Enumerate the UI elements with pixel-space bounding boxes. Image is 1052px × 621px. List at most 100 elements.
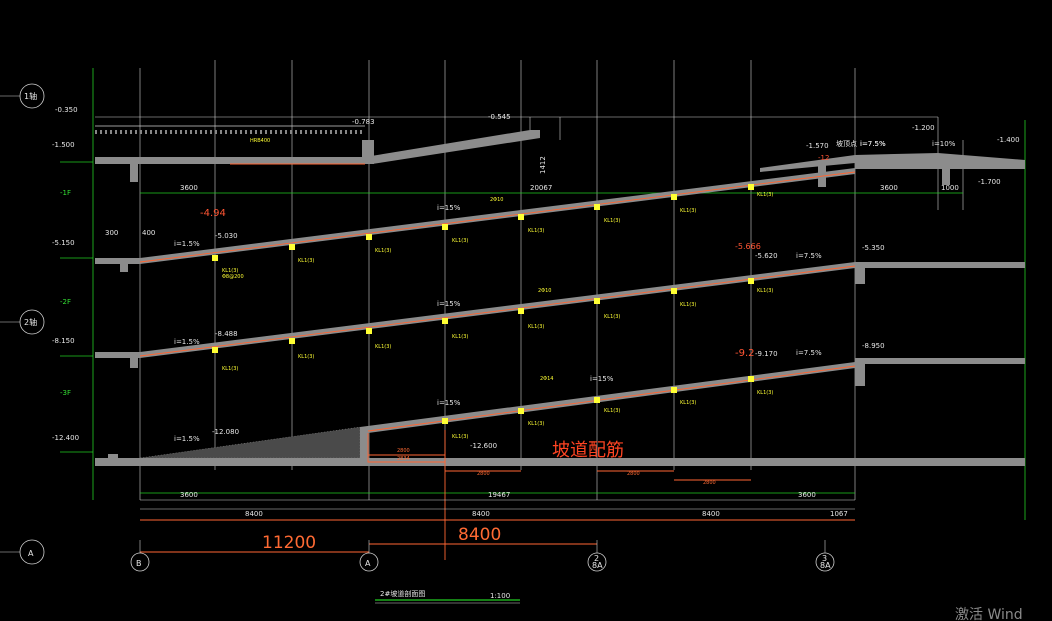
red-mark-3: -9.2 — [735, 348, 755, 359]
dim-3600a: 3600 — [180, 184, 198, 192]
level-f3a: -12.080 — [212, 428, 239, 436]
slope-4: i=7.5% — [796, 252, 822, 260]
rebar-tag-7: KL1(3) — [604, 218, 620, 224]
ground-hatch — [95, 116, 939, 140]
rebar-tag-21: KL1(3) — [680, 400, 696, 406]
grid-A-label: A — [365, 559, 371, 568]
slope-labels: i=1.5% i=7.5% i=15% i=7.5% i=7.5% i=7.5%… — [174, 139, 956, 443]
slab-top-right — [855, 163, 1025, 169]
level-l4: -12.400 — [52, 434, 79, 442]
floor-f3: -3F — [60, 389, 71, 397]
rebar-tag-18: KL1(3) — [452, 434, 468, 440]
concrete-slabs — [95, 130, 1025, 466]
rebar-tag-10: KL1(3) — [222, 366, 238, 372]
grid-B-label: B — [136, 559, 142, 568]
slope-10: i=15% — [590, 375, 614, 383]
slab-bottom — [95, 458, 1025, 466]
dim-3600b: 3600 — [880, 184, 898, 192]
rebar-tag-20: KL1(3) — [604, 408, 620, 414]
red-mark-4: -12 — [818, 154, 829, 162]
red-level-marks: -4.94 -5.666 -9.2 -12 — [200, 154, 829, 359]
dim-8400-big: 8400 — [458, 525, 501, 545]
dim-3600c: 3600 — [180, 491, 198, 499]
slope-9: i=1.5% — [174, 338, 200, 346]
rebar-tag-15: KL1(3) — [604, 314, 620, 320]
rebar-tag-4: KL1(3) — [375, 248, 391, 254]
wall-bottom — [360, 427, 368, 461]
level-ground: -0.350 — [55, 106, 78, 114]
dim-2834: 2834 — [397, 456, 410, 462]
slope-1: i=1.5% — [174, 240, 200, 248]
rebar-note-mid2: 2Φ10 — [538, 288, 551, 294]
dim-1067: 1067 — [830, 510, 848, 518]
level-f2a: -8.488 — [215, 330, 238, 338]
level-f1c: -5.620 — [755, 252, 778, 260]
level-f1a: -5.030 — [215, 232, 238, 240]
drawing-name: 2#坡道剖面图 — [380, 589, 425, 598]
rebar-tag-16: KL1(3) — [680, 302, 696, 308]
red-mark-2: -5.666 — [735, 242, 761, 251]
dim-1412: 1412 — [539, 156, 547, 174]
left-axis-mid-label: 2轴 — [24, 317, 37, 327]
slope-8: i=15% — [437, 399, 461, 407]
rebar-tag-3: KL1(3) — [298, 258, 314, 264]
slope-12: i=10% — [932, 140, 956, 148]
rebar-tag-22: KL1(3) — [757, 390, 773, 396]
left-axis-top-label: 1轴 — [24, 91, 37, 101]
slope-6: i=7.5% — [860, 140, 886, 148]
level-marks: -0.350 -1.500 -5.150 -8.150 -12.400 -0.7… — [52, 106, 1020, 450]
slope-2: i=7.5% — [860, 140, 886, 148]
rebar-tag-5: KL1(3) — [452, 238, 468, 244]
slab-l2-left — [95, 258, 140, 264]
beam-l2-1 — [120, 262, 128, 272]
level-l2: -5.150 — [52, 239, 75, 247]
slab-top-left — [95, 157, 365, 164]
green-frame-lines — [60, 68, 1026, 520]
level-f2b: -9.170 — [755, 350, 778, 358]
level-r1: -1.570 — [806, 142, 829, 150]
rebar-tag-19: KL1(3) — [528, 421, 544, 427]
slope-11: i=1.5% — [174, 435, 200, 443]
rebar-tag-13: KL1(3) — [452, 334, 468, 340]
rebar-tag-14: KL1(3) — [528, 324, 544, 330]
slope-top-note: 坡顶点 — [836, 139, 857, 148]
activation-watermark: 激活 Wind — [955, 607, 1023, 621]
rebar-tag-6: KL1(3) — [528, 228, 544, 234]
dim-2800d: 2800 — [703, 480, 716, 486]
level-r3: -1.400 — [997, 136, 1020, 144]
floor-f2: -2F — [60, 298, 71, 306]
rebar-tags — [212, 184, 754, 424]
grid-3-label: 3 — [822, 554, 827, 563]
slope-5: i=7.5% — [796, 349, 822, 357]
dim-20067: 20067 — [530, 184, 552, 192]
big-dimensions: 11200 8400 — [262, 525, 501, 553]
floor-labels: -1F -2F -3F — [60, 189, 71, 397]
beam-l3-1 — [130, 356, 138, 368]
dim-2800c: 2800 — [627, 471, 640, 477]
dim-300: 300 — [105, 229, 118, 237]
rebar-tag-2: Φ8@200 — [222, 274, 244, 280]
grid-2-sub: 8A — [592, 561, 603, 570]
beam-top-4 — [942, 165, 950, 185]
ramp-1 — [140, 168, 855, 264]
grid-3-sub: 8A — [820, 561, 831, 570]
dim-2800a: 2800 — [397, 448, 410, 454]
rebar-note-mid: 2Φ14 — [540, 376, 553, 382]
level-f2c: -8.950 — [862, 342, 885, 350]
dimension-labels: 3600 20067 3600 1000 300 400 1412 3600 1… — [105, 156, 959, 518]
beam-l3-2 — [855, 358, 865, 386]
level-r2: -1.200 — [912, 124, 935, 132]
dim-8400a: 8400 — [245, 510, 263, 518]
dim-8400b: 8400 — [472, 510, 490, 518]
red-mark-1: -4.94 — [200, 208, 226, 219]
level-mid-a: -0.783 — [352, 118, 375, 126]
slab-l2-right — [855, 262, 1025, 268]
floor-f1: -1F — [60, 189, 71, 197]
slab-top-ramp — [365, 130, 540, 164]
rebar-note-top: 2Φ10 — [490, 197, 503, 203]
dim-2800b: 2800 — [477, 471, 490, 477]
dimension-lines — [140, 499, 855, 510]
level-r4: -1.700 — [978, 178, 1001, 186]
